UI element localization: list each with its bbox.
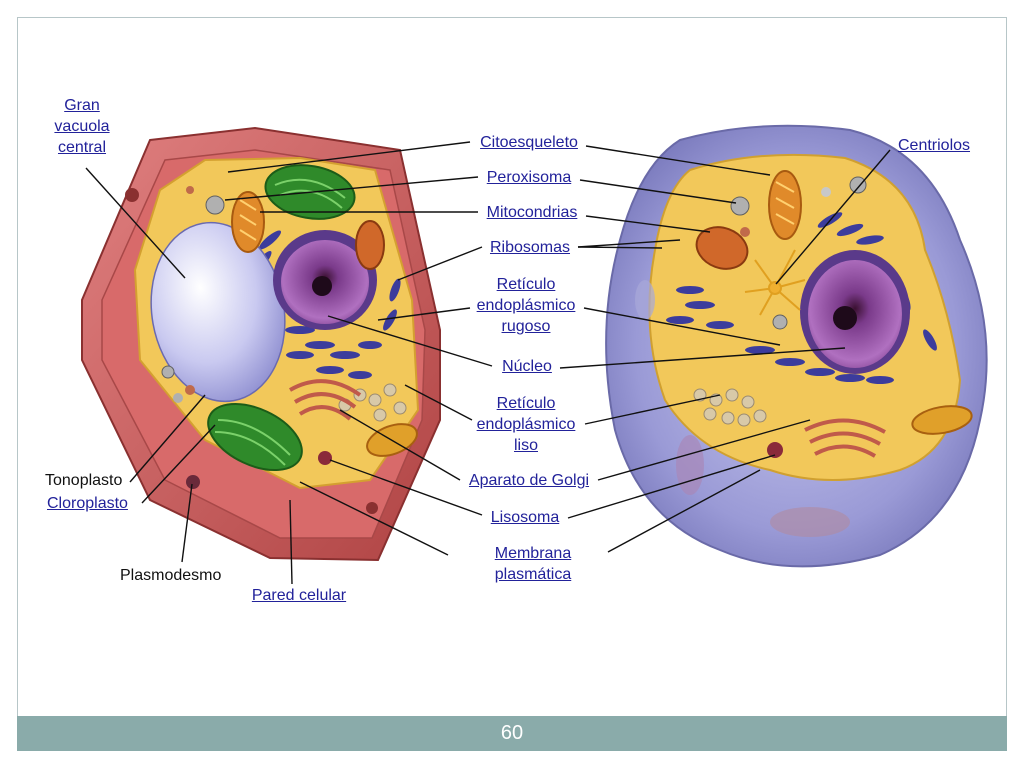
label-mitocondrias[interactable]: Mitocondrias [486, 204, 578, 221]
label-lisosoma[interactable]: Lisosoma [490, 509, 560, 526]
label-tonoplasto: Tonoplasto [45, 472, 123, 489]
label-line: rugoso [501, 318, 551, 335]
plant-mitochondria [231, 191, 418, 457]
plant-peroxisome [205, 195, 225, 215]
label-ribosomas[interactable]: Ribosomas [489, 239, 571, 256]
label-reticulo-liso[interactable]: Retículo endoplásmico liso [466, 393, 586, 456]
slide-footer-bar: 60 [17, 716, 1007, 751]
label-line: vacuola [54, 118, 110, 135]
plant-nucleus [273, 230, 377, 330]
label-reticulo-rugoso[interactable]: Retículo endoplásmico rugoso [466, 274, 586, 337]
animal-lysosome [767, 442, 783, 458]
label-pared-celular[interactable]: Pared celular [251, 587, 347, 604]
plant-golgi [289, 379, 362, 421]
animal-mitochondria [695, 170, 973, 435]
label-line: Retículo [496, 395, 556, 412]
label-gran-vacuola-central[interactable]: Gran vacuola central [44, 95, 120, 158]
label-line: endoplásmico [476, 416, 576, 433]
label-aparato-golgi[interactable]: Aparato de Golgi [468, 472, 590, 489]
plant-cell [81, 126, 441, 562]
label-line: liso [513, 437, 538, 454]
label-citoesqueleto[interactable]: Citoesqueleto [480, 134, 578, 151]
label-nucleo[interactable]: Núcleo [502, 358, 552, 375]
label-peroxisoma[interactable]: Peroxisoma [486, 169, 572, 186]
label-line: endoplásmico [476, 297, 576, 314]
centriole [744, 249, 806, 316]
label-line: plasmática [494, 566, 572, 583]
animal-peroxisome [730, 196, 750, 216]
label-plasmodesmo: Plasmodesmo [120, 567, 222, 584]
label-membrana-plasmatica[interactable]: Membrana plasmática [478, 543, 588, 585]
animal-cell [605, 124, 988, 568]
animal-nucleus [800, 250, 910, 374]
page-number: 60 [500, 722, 524, 744]
label-centriolos[interactable]: Centriolos [897, 137, 971, 154]
label-line: Membrana [494, 545, 572, 562]
label-cloroplasto[interactable]: Cloroplasto [47, 495, 128, 512]
label-line: Retículo [496, 276, 556, 293]
plant-lysosome [318, 451, 332, 465]
plasmodesma-hole [125, 188, 139, 202]
label-line: central [57, 139, 107, 156]
label-line: Gran [64, 97, 100, 114]
leader-lines [85, 141, 891, 585]
plant-chloroplast-bottom [207, 402, 303, 472]
animal-golgi [804, 418, 886, 458]
